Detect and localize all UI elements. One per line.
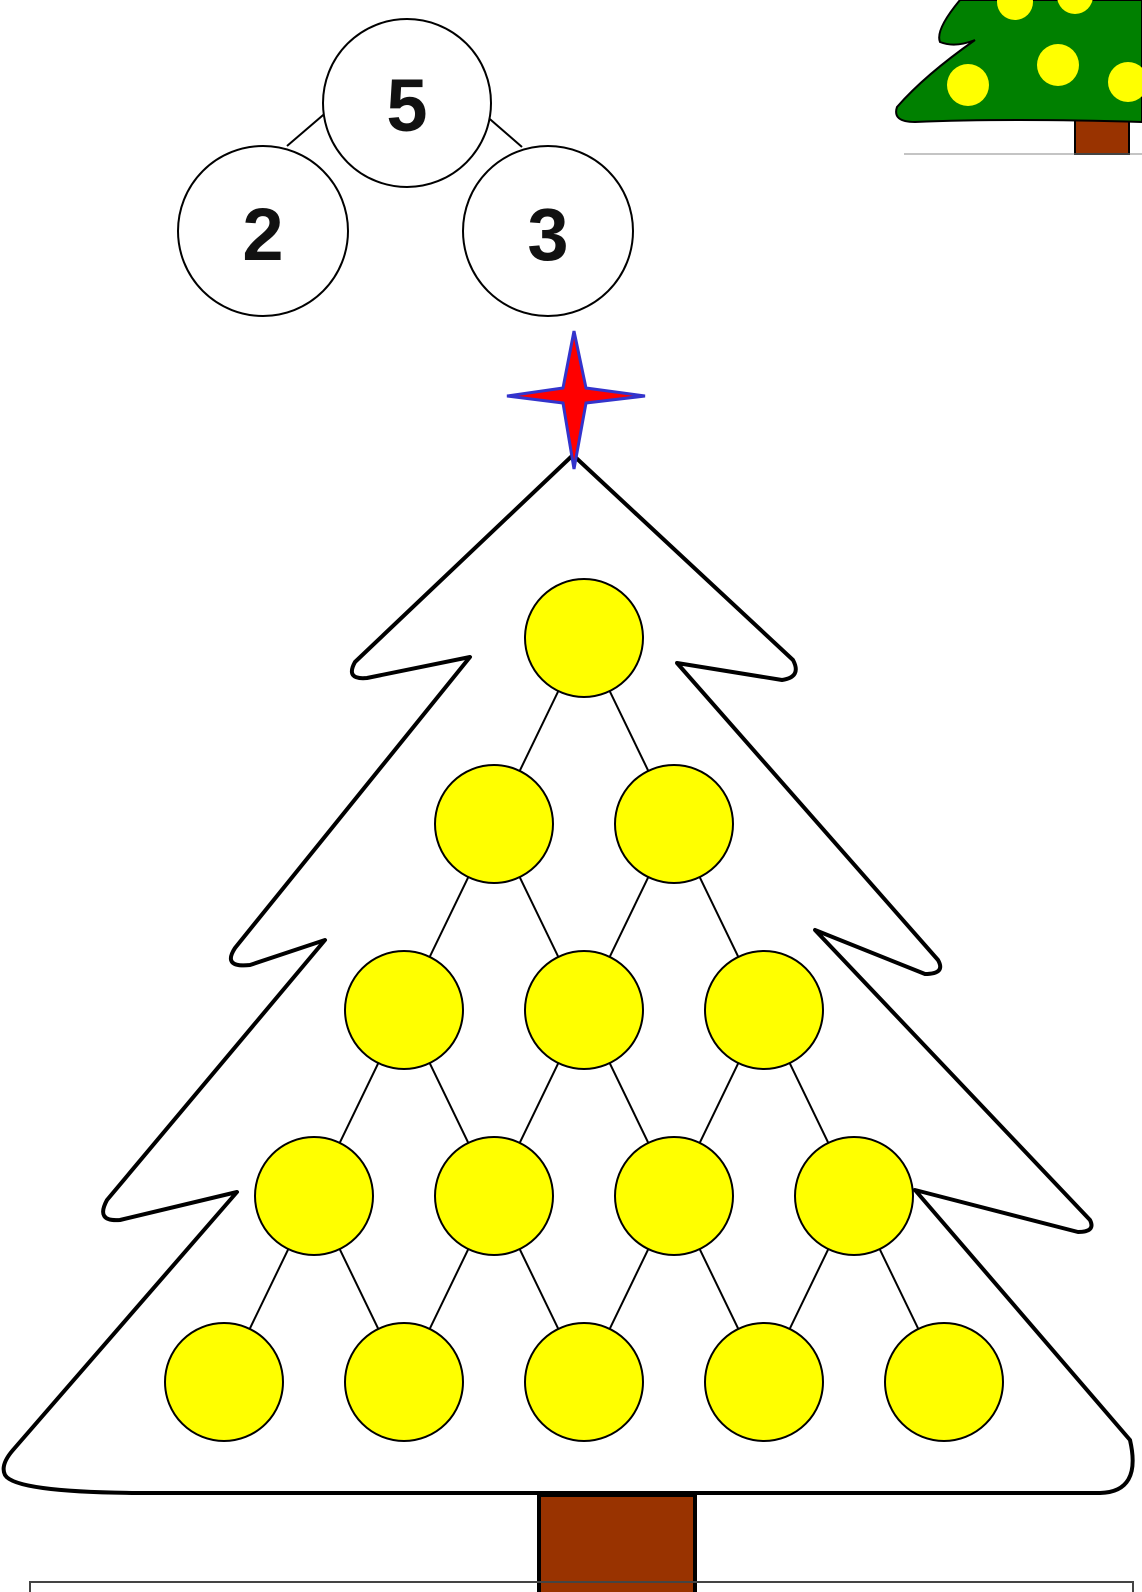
small-tree-dot [1037, 44, 1079, 86]
ornament-circle-r5-c4[interactable] [705, 1323, 823, 1441]
ornament-circle-r3-c2[interactable] [525, 951, 643, 1069]
tree-trunk [539, 1495, 695, 1592]
ornament-circle-r4-c3[interactable] [615, 1137, 733, 1255]
small-tree-dot [947, 64, 989, 106]
ornament-circle-r5-c2[interactable] [345, 1323, 463, 1441]
bond-whole-value: 5 [386, 64, 427, 147]
number-bond-example: 5 2 3 [178, 19, 633, 316]
ornament-circle-r3-c1[interactable] [345, 951, 463, 1069]
ornament-circle-r4-c4[interactable] [795, 1137, 913, 1255]
ornament-circle-r3-c3[interactable] [705, 951, 823, 1069]
christmas-tree-icon [896, 0, 1142, 154]
ornament-circle-r2-c2[interactable] [615, 765, 733, 883]
ornament-circle-r5-c3[interactable] [525, 1323, 643, 1441]
ornament-circle-r5-c5[interactable] [885, 1323, 1003, 1441]
star-icon [507, 331, 645, 469]
ornament-circle-r1-c1[interactable] [525, 579, 643, 697]
bond-part-right-value: 3 [527, 193, 568, 276]
ornament-circle-r5-c1[interactable] [165, 1323, 283, 1441]
bond-part-left-value: 2 [242, 193, 283, 276]
ornament-circle-r4-c1[interactable] [255, 1137, 373, 1255]
ornament-circle-r4-c2[interactable] [435, 1137, 553, 1255]
ornament-circle-r2-c1[interactable] [435, 765, 553, 883]
